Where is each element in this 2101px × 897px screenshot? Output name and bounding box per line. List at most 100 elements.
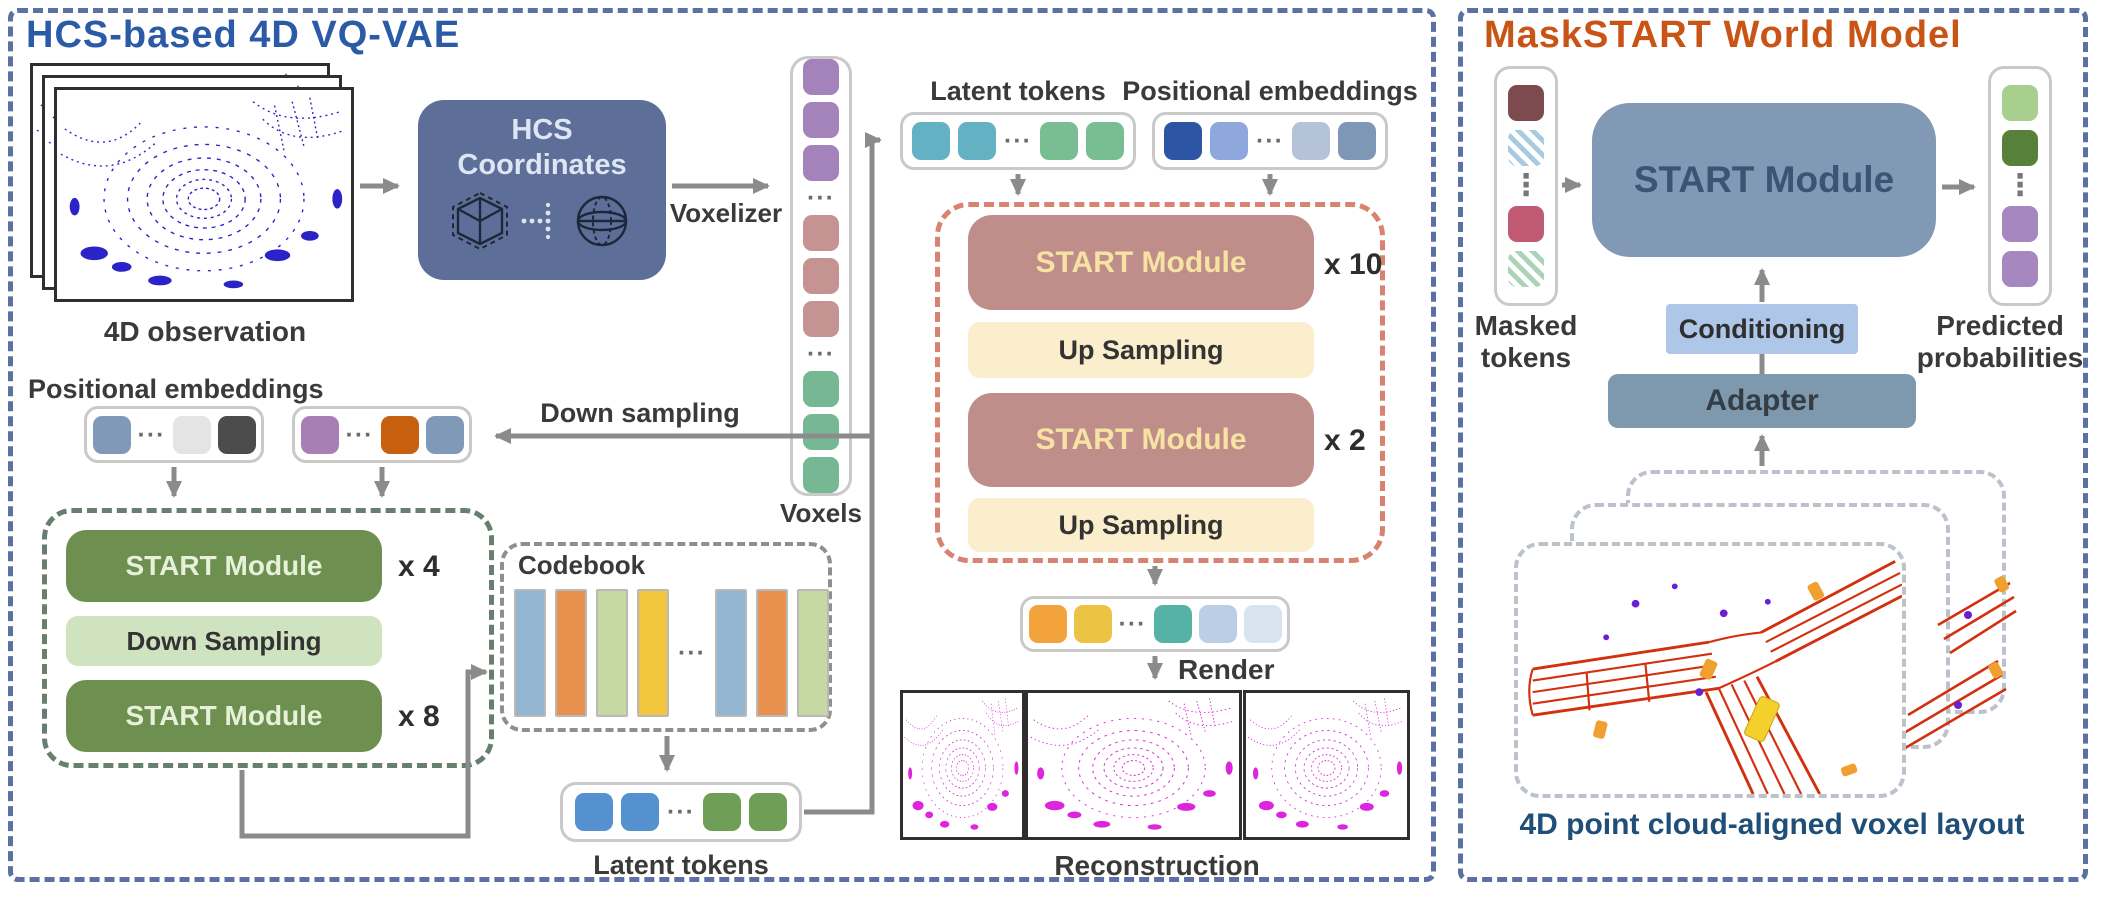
token (958, 122, 997, 160)
reconstruction-frame-3 (1243, 690, 1410, 840)
codebook-bars: ··· (514, 588, 829, 718)
adapter-box: Adapter (1608, 374, 1916, 428)
predicted-probabilities-column: ⋮ (1988, 66, 2052, 306)
predicted-label-line2: probabilities (1916, 342, 2084, 373)
reconstruction-label: Reconstruction (1054, 850, 1260, 881)
decoder-start2-multiplier: x 2 (1324, 424, 1366, 457)
token (172, 415, 211, 454)
render-label: Render (1178, 654, 1275, 685)
token (380, 415, 419, 454)
voxel-layout-frame-front (1514, 542, 1906, 798)
encoder-start2-multiplier: x 8 (398, 700, 440, 733)
decoder-dashed-box (935, 202, 1385, 563)
decoder-start-module-2: START Module (968, 393, 1314, 487)
encoder-down-sampling: Down Sampling (66, 616, 382, 666)
token (1073, 605, 1112, 643)
ellipsis: ··· (678, 639, 706, 667)
token (1164, 122, 1203, 160)
voxel-layout-caption: 4D point cloud-aligned voxel layout (1519, 808, 2025, 841)
token (912, 122, 951, 160)
token (1508, 251, 1544, 287)
hcs-line2: Coordinates (457, 149, 627, 181)
token (1040, 122, 1078, 160)
token (555, 589, 587, 717)
token (755, 589, 788, 717)
token (803, 457, 839, 493)
token (1508, 85, 1544, 121)
decoder-up-sampling-2: Up Sampling (968, 498, 1314, 552)
latent-tokens-top-label: Latent tokens (930, 76, 1106, 106)
token (803, 301, 839, 337)
ellipsis: ··· (807, 340, 835, 368)
latent-tokens-bottom-label: Latent tokens (593, 850, 769, 880)
token (425, 415, 464, 454)
right-panel-title: MaskSTART World Model (1484, 14, 1962, 56)
positional-embeddings-left-label: Positional embeddings (28, 374, 324, 404)
ellipsis: ··· (1004, 127, 1032, 155)
ellipsis: ··· (1256, 127, 1284, 155)
token (803, 215, 839, 251)
token (1243, 605, 1282, 643)
road-layout-image (1518, 546, 1902, 794)
observation-label: 4D observation (103, 316, 307, 347)
token (803, 102, 839, 138)
token (514, 589, 546, 717)
voxels-column: ··· ··· (790, 56, 852, 496)
token (1028, 605, 1067, 643)
token (803, 59, 839, 95)
masked-tokens-column: ⋮ (1494, 66, 1558, 306)
ellipsis: ··· (345, 420, 374, 449)
token (1508, 130, 1544, 166)
voxels-label: Voxels (780, 498, 862, 528)
predicted-label-line1: Predicted (1936, 310, 2064, 341)
token (92, 415, 131, 454)
cube-icon (452, 191, 508, 251)
vertical-ellipsis: ⋮ (1511, 169, 1541, 202)
conditioning-box: Conditioning (1666, 304, 1858, 354)
down-sampling-arrow-label: Down sampling (540, 398, 740, 428)
codebook-label: Codebook (518, 550, 646, 580)
token (217, 415, 256, 454)
encoder-start-module-2: START Module (66, 680, 382, 752)
sphere-icon (576, 195, 628, 247)
masked-tokens-label-line2: tokens (1480, 342, 1572, 373)
encoder-start1-multiplier: x 4 (398, 550, 440, 583)
token (1338, 122, 1376, 160)
token (796, 589, 829, 717)
decoder-output-tokens-box: ··· (1020, 596, 1290, 652)
left-panel-border (8, 8, 1436, 882)
token (1292, 122, 1330, 160)
token (803, 371, 839, 407)
token (803, 145, 839, 181)
token (803, 258, 839, 294)
token (637, 589, 669, 717)
reconstruction-frame-2 (1025, 690, 1242, 840)
world-model-start-module: START Module (1592, 103, 1936, 257)
hcs-coordinate-icons (452, 191, 628, 251)
latent-tokens-top-box: ··· (900, 112, 1136, 170)
ellipsis: ··· (1118, 610, 1147, 638)
positional-embeddings-left-box1: ··· (84, 406, 264, 463)
token (1153, 605, 1192, 643)
hcs-coordinates-box: HCS Coordinates (418, 100, 666, 280)
positional-embeddings-top-box: ··· (1152, 112, 1388, 170)
downsampled-voxel-tokens-box: ··· (292, 406, 472, 463)
vertical-ellipsis: ⋮ (2005, 169, 2035, 202)
token (1508, 206, 1544, 242)
ellipsis: ··· (807, 184, 835, 212)
token (2002, 251, 2038, 287)
token (2002, 130, 2038, 166)
reconstruction-frame-1 (900, 690, 1025, 840)
positional-embeddings-top-label: Positional embeddings (1122, 76, 1418, 106)
token (1198, 605, 1237, 643)
observation-frame-front (54, 87, 354, 302)
token (748, 793, 787, 831)
token (596, 589, 628, 717)
ellipsis: ··· (137, 420, 166, 449)
token (1210, 122, 1249, 160)
voxel-layout-road-fragments (1899, 576, 2017, 753)
ellipsis: ··· (667, 798, 695, 826)
token (2002, 85, 2038, 121)
decoder-up-sampling-1: Up Sampling (968, 322, 1314, 378)
